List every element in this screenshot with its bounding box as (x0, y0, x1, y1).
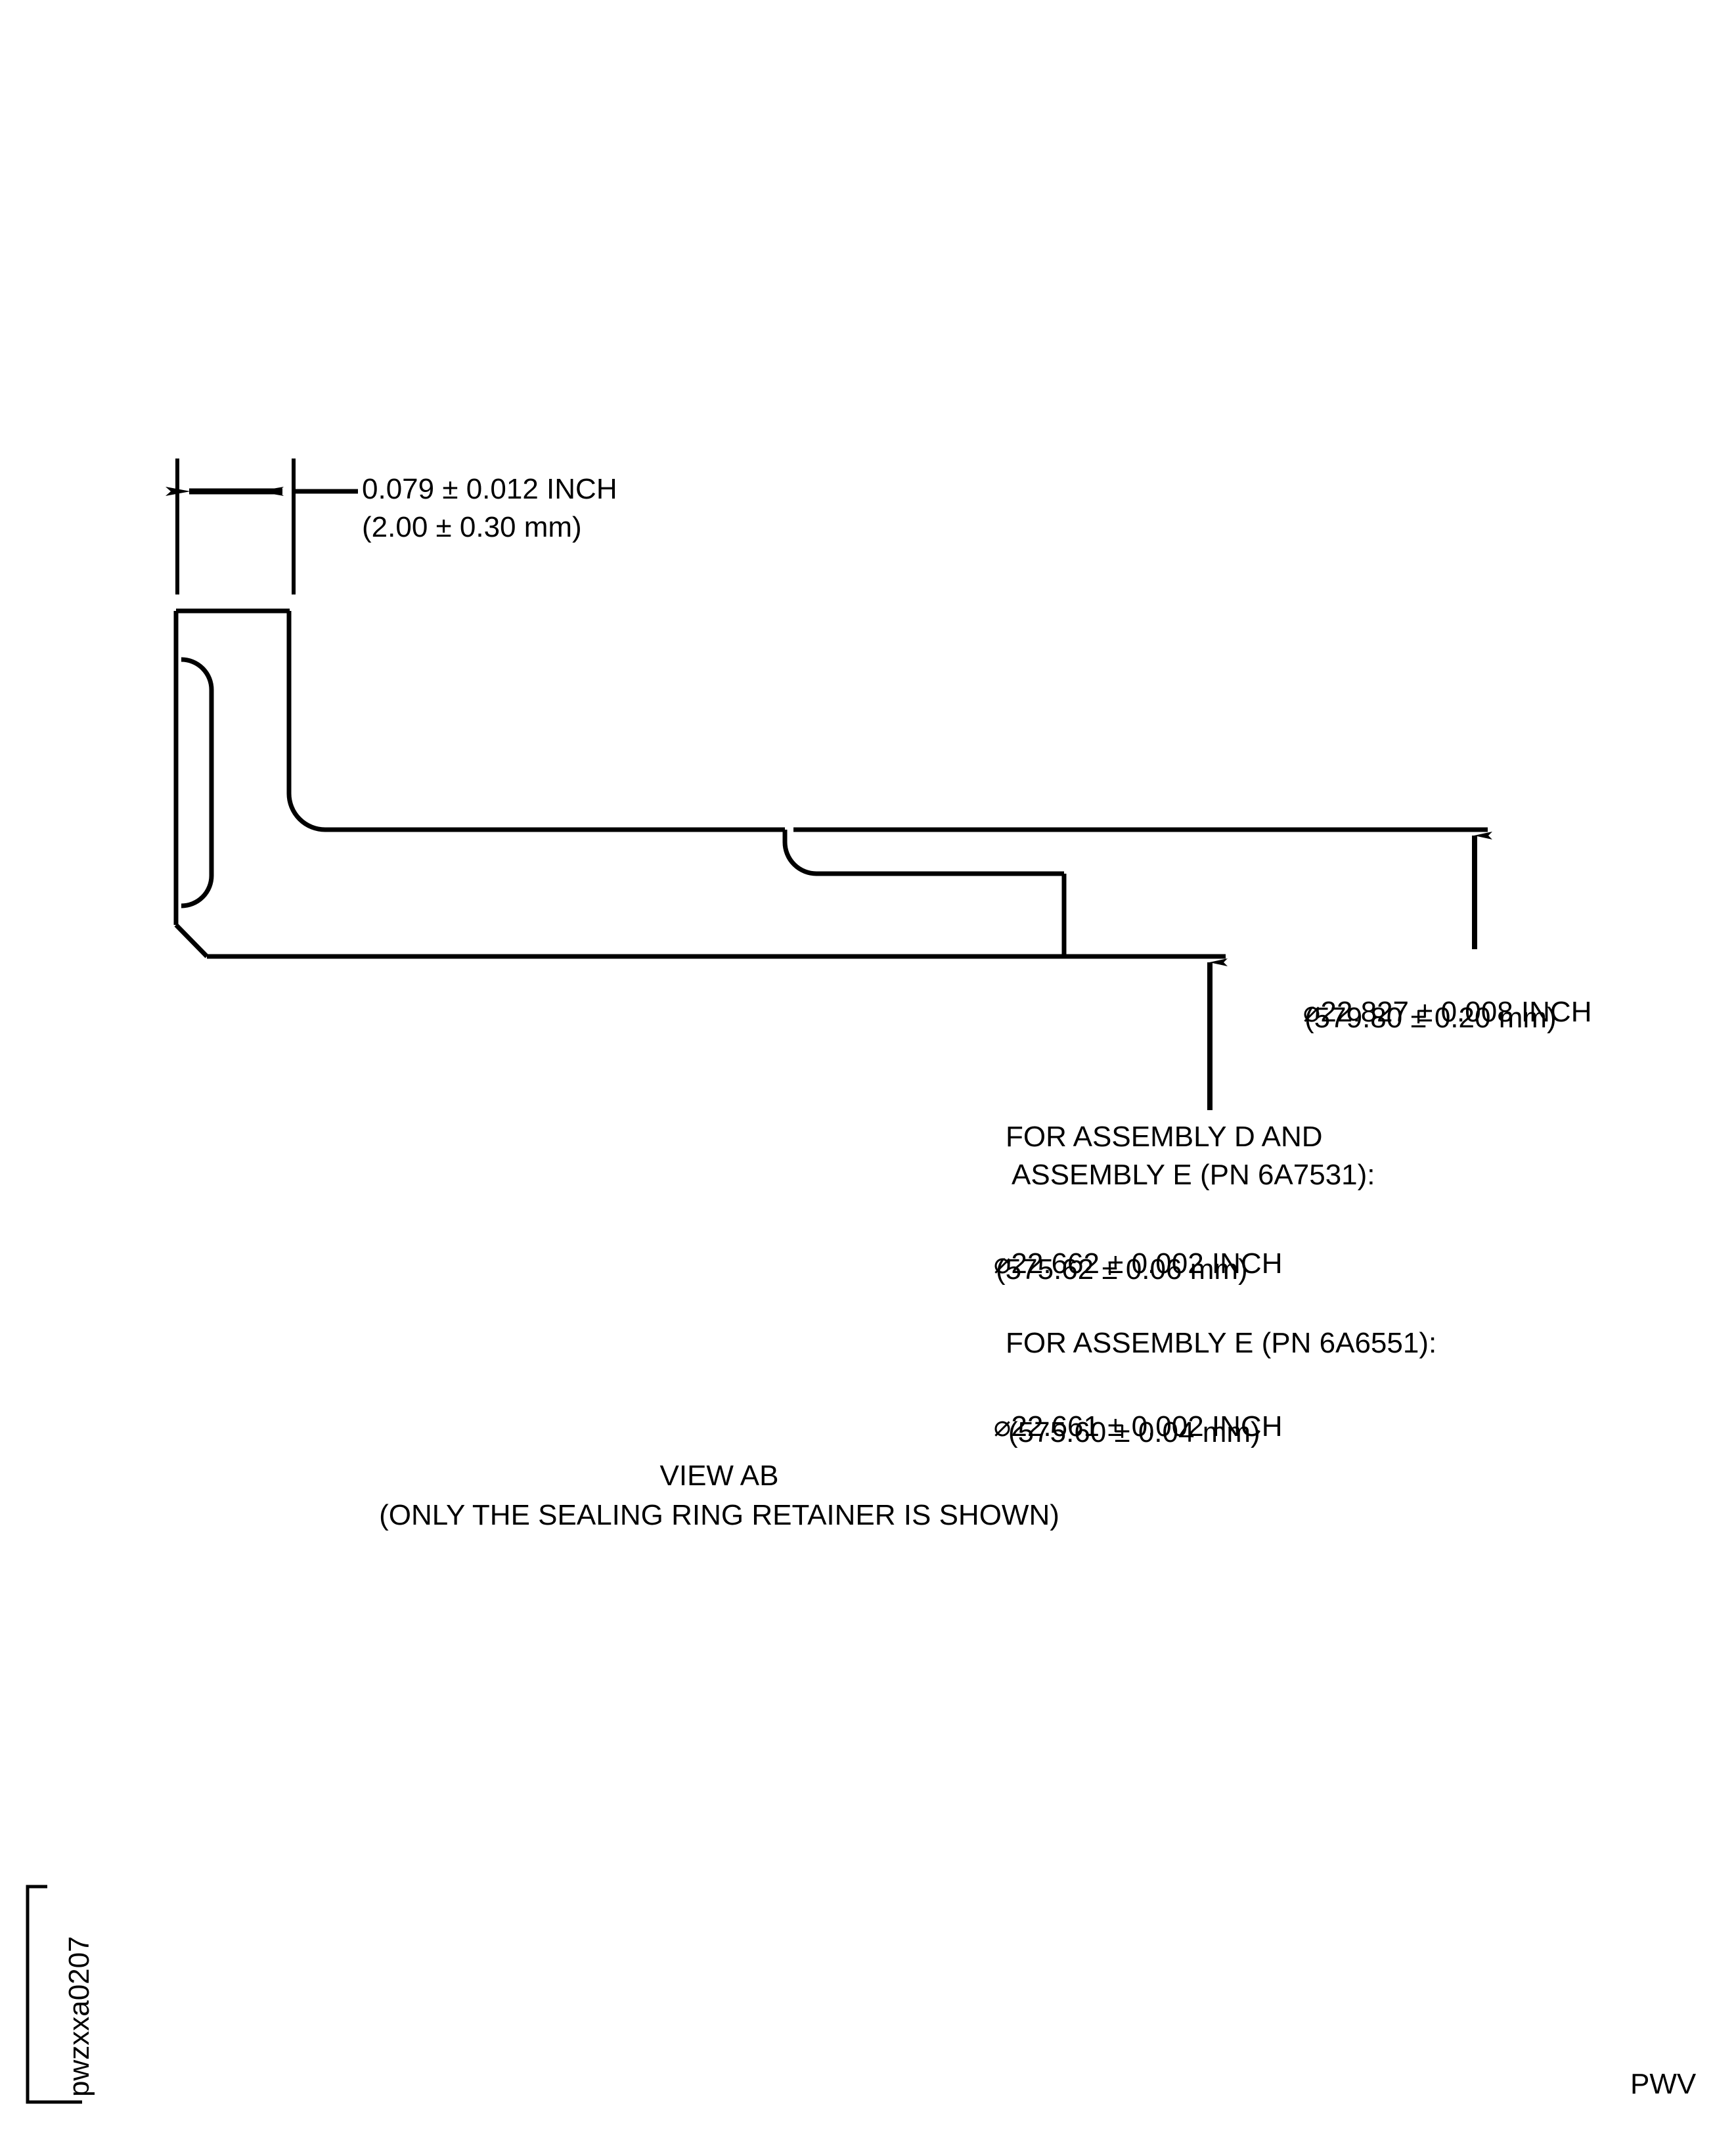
outer-diameter-label-mm: (579.80 ± 0.20 mm) (1304, 1002, 1557, 1034)
outline-bottom-left-chamfer (174, 923, 209, 958)
assembly-e-label-inch: 22.661 ± 0.002 INCH (1011, 1410, 1283, 1443)
outline-internal-slot (181, 657, 214, 908)
part-outline (173, 608, 1488, 959)
outline-step-fillet (782, 841, 817, 876)
assembly-d-and-e-note-line1: FOR ASSEMBLY D AND (1006, 1121, 1323, 1153)
outline-inner-fillet (286, 793, 326, 832)
outer-diameter-row: ⌀22.827 ± 0.008 INCH (1271, 964, 1592, 1061)
thickness-dimension-lines (166, 459, 358, 594)
assembly-e-note-line1: FOR ASSEMBLY E (PN 6A6551): (1006, 1327, 1437, 1359)
diameter-symbol-icon: ⌀ (993, 1410, 1012, 1444)
diameter-symbol-icon: ⌀ (993, 1247, 1012, 1281)
figure-code-bracket (26, 1885, 82, 2104)
assembly-e-label-mm: (575.60 ± 0.04 mm) (1008, 1416, 1260, 1448)
outer-diameter-label-inch: 22.827 ± 0.008 INCH (1320, 996, 1592, 1029)
figure-code: pwzxxa0207 (63, 1936, 95, 2097)
assembly-diameter-leader (1064, 954, 1228, 1110)
view-subtitle: (ONLY THE SEALING RING RETAINER IS SHOWN… (379, 1499, 1059, 1531)
bracket-path (26, 1885, 82, 2104)
assembly-d-and-e-label-inch: 22.662 ± 0.002 INCH (1011, 1247, 1283, 1280)
assembly-d-and-e-label-mm: (575.62 ± 0.06 mm) (996, 1253, 1248, 1286)
corner-label: PWV (1630, 2068, 1697, 2100)
assembly-e-diameter-row: ⌀22.661 ± 0.002 INCH (962, 1378, 1283, 1475)
assembly-d-and-e-diameter-row: ⌀22.662 ± 0.002 INCH (962, 1215, 1283, 1312)
thickness-dimension-label-mm: (2.00 ± 0.30 mm) (362, 511, 582, 543)
assembly-d-and-e-note-line2: ASSEMBLY E (PN 6A7531): (1012, 1159, 1375, 1191)
diameter-symbol-icon: ⌀ (1302, 995, 1321, 1029)
view-title: VIEW AB (659, 1460, 779, 1492)
thickness-dimension-label-inch: 0.079 ± 0.012 INCH (362, 473, 617, 505)
